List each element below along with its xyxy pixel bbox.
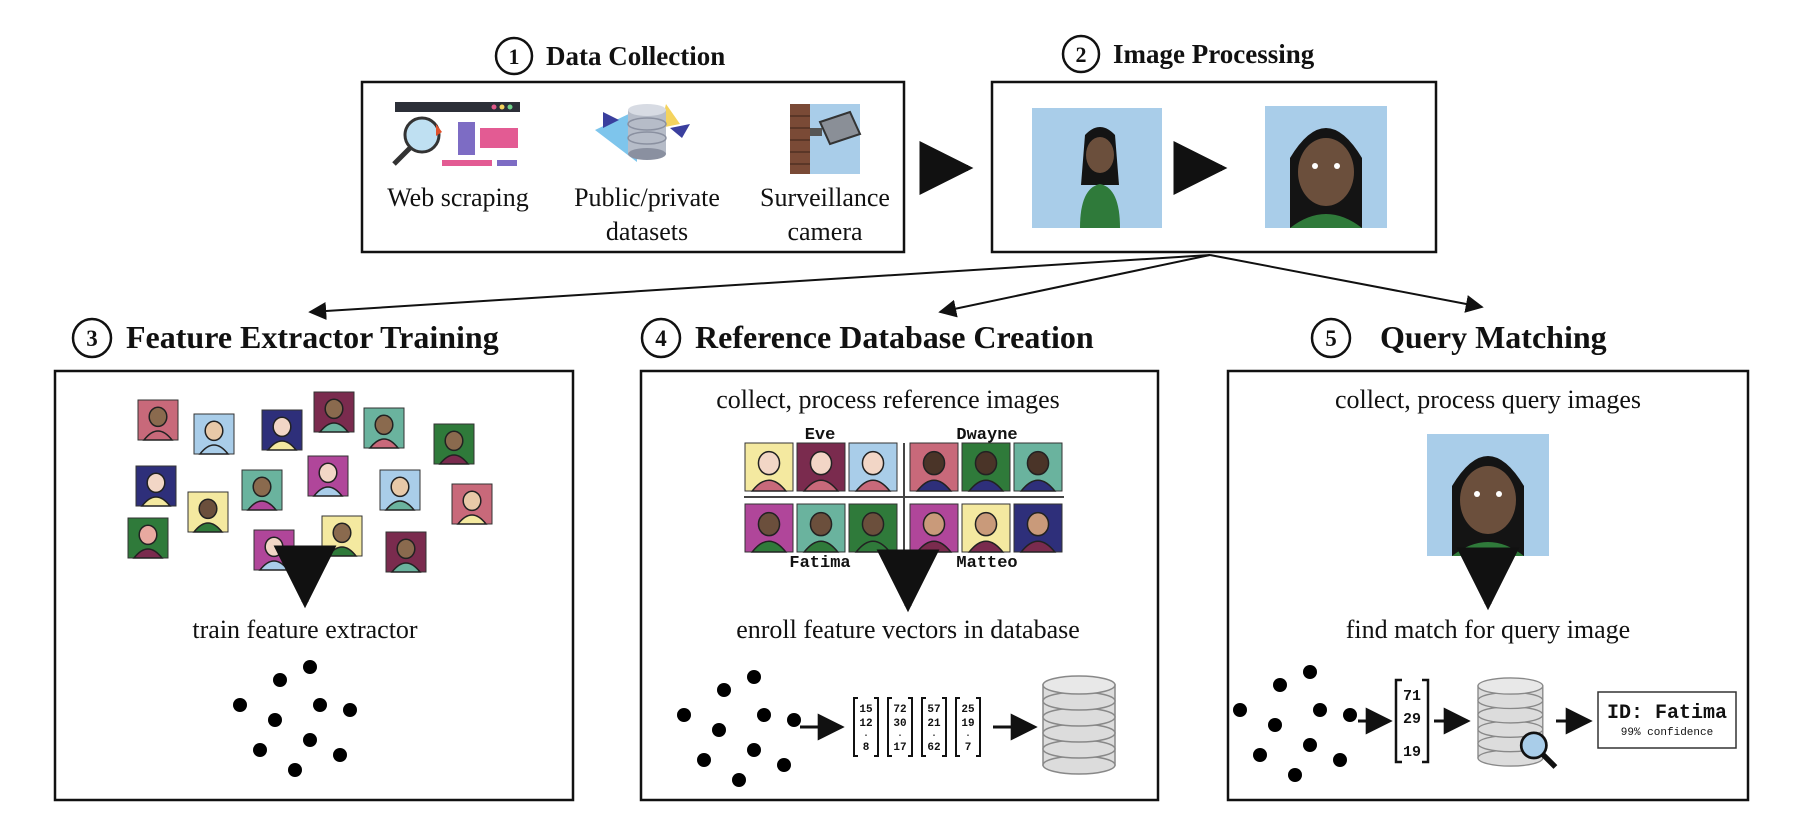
stage-4-caption-top: collect, process reference images: [716, 385, 1060, 414]
training-face-5: [363, 407, 405, 449]
stage-4-number: 4: [655, 326, 667, 351]
query-vector-v1: 71: [1403, 688, 1421, 705]
feature-vector-3-value-2: 21: [927, 718, 941, 730]
training-face-7: [135, 465, 177, 507]
svg-text:·: ·: [897, 731, 903, 742]
training-face-2: [193, 413, 235, 455]
stage-5-header: 5 Query Matching: [1310, 317, 1607, 359]
reference-images-grid: [744, 442, 1064, 553]
feature-vector-3: 57 21 62·: [921, 697, 947, 757]
feature-vector-2-value-2: 30: [893, 718, 906, 730]
match-result-confidence: 99% confidence: [1621, 727, 1713, 739]
web-scraping-icon: [392, 102, 520, 166]
svg-text:·: ·: [931, 731, 937, 742]
cropped-face-icon: [1265, 106, 1387, 228]
reference-face-bottom-5: [961, 503, 1011, 553]
feature-vector-1-value-1: 15: [859, 704, 873, 716]
svg-text:·: ·: [863, 731, 869, 742]
stage-3-number: 3: [86, 326, 98, 351]
label-web-scraping: Web scraping: [387, 183, 529, 212]
feature-vector-4: 25 19 7·: [955, 697, 981, 757]
stage-4-title: Reference Database Creation: [695, 319, 1094, 355]
reference-face-bottom-4: [909, 503, 959, 553]
training-face-11: [379, 469, 421, 511]
query-vector-v3: 19: [1403, 744, 1421, 761]
reference-face-top-5: [961, 442, 1011, 492]
stage-5-number: 5: [1325, 326, 1337, 351]
stage-3-title: Feature Extractor Training: [126, 319, 499, 355]
query-vector: 71 29 19: [1394, 678, 1430, 764]
query-face-icon: [1427, 434, 1549, 556]
feature-vector-3-value-3: 62: [927, 742, 940, 754]
label-surveillance-line2: camera: [787, 217, 863, 246]
training-face-12: [451, 483, 493, 525]
datasets-icon: [595, 104, 690, 162]
feature-vector-4-value-1: 25: [961, 704, 975, 716]
training-face-6: [433, 423, 475, 465]
stage-3-header: 3 Feature Extractor Training: [71, 317, 499, 359]
database-icon: [1042, 675, 1116, 775]
stage-3-caption: train feature extractor: [192, 615, 418, 644]
reference-face-top-2: [796, 442, 846, 492]
query-database-icon: [1477, 677, 1558, 769]
match-result-box: ID: Fatima 99% confidence: [1597, 691, 1737, 749]
training-face-13: [127, 517, 169, 559]
match-result-id: ID: Fatima: [1607, 702, 1727, 725]
feature-vector-4-value-2: 19: [961, 718, 974, 730]
feature-vector-2-value-1: 72: [893, 704, 906, 716]
reference-face-bottom-2: [796, 503, 846, 553]
reference-face-top-6: [1013, 442, 1063, 492]
query-vector-v2: 29: [1403, 711, 1421, 728]
name-fatima: Fatima: [789, 554, 850, 573]
reference-face-bottom-6: [1013, 503, 1063, 553]
feature-vector-1-value-3: 8: [863, 742, 870, 754]
feature-vector-1: 15 12 8·: [853, 697, 879, 757]
stage-2-number: 2: [1076, 42, 1087, 67]
stage-4-caption-mid: enroll feature vectors in database: [736, 615, 1080, 644]
stage-5-title: Query Matching: [1380, 319, 1607, 355]
feature-vector-2-value-3: 17: [893, 742, 906, 754]
name-eve: Eve: [805, 426, 836, 445]
reference-face-top-3: [848, 442, 898, 492]
stage-1-header: 1 Data Collection: [494, 36, 725, 76]
training-face-10: [307, 455, 349, 497]
name-dwayne: Dwayne: [956, 426, 1017, 445]
stage-2-header: 2 Image Processing: [1061, 34, 1315, 74]
name-matteo: Matteo: [956, 554, 1017, 573]
training-face-8: [187, 491, 229, 533]
svg-text:·: ·: [965, 731, 971, 742]
feature-vector-4-value-3: 7: [965, 742, 972, 754]
stage-5-caption-top: collect, process query images: [1335, 385, 1641, 414]
feature-vector-3-value-1: 57: [927, 704, 940, 716]
feature-vector-2: 72 30 17·: [887, 697, 913, 757]
training-face-16: [385, 531, 427, 573]
label-datasets-line1: Public/private: [574, 183, 720, 212]
reference-face-top-1: [744, 442, 794, 492]
label-datasets-line2: datasets: [606, 217, 688, 246]
training-face-9: [241, 469, 283, 511]
training-face-4: [313, 391, 355, 433]
training-face-1: [137, 399, 179, 441]
stage-4-header: 4 Reference Database Creation: [640, 317, 1094, 359]
label-surveillance-line1: Surveillance: [760, 183, 890, 212]
stage-5-caption-mid: find match for query image: [1346, 615, 1630, 644]
feature-vector-1-value-2: 12: [859, 718, 872, 730]
stage-1-number: 1: [509, 44, 520, 69]
fanout-edges: [308, 254, 1484, 320]
training-face-3: [261, 409, 303, 451]
surveillance-camera-icon: [790, 104, 862, 174]
reference-face-bottom-3: [848, 503, 898, 553]
stage-2-title: Image Processing: [1113, 39, 1315, 69]
reference-face-top-4: [909, 442, 959, 492]
training-face-15: [321, 515, 363, 557]
stage-1-title: Data Collection: [546, 41, 725, 71]
reference-face-bottom-1: [744, 503, 794, 553]
training-face-14: [253, 529, 295, 571]
raw-photo-icon: [1032, 108, 1162, 228]
